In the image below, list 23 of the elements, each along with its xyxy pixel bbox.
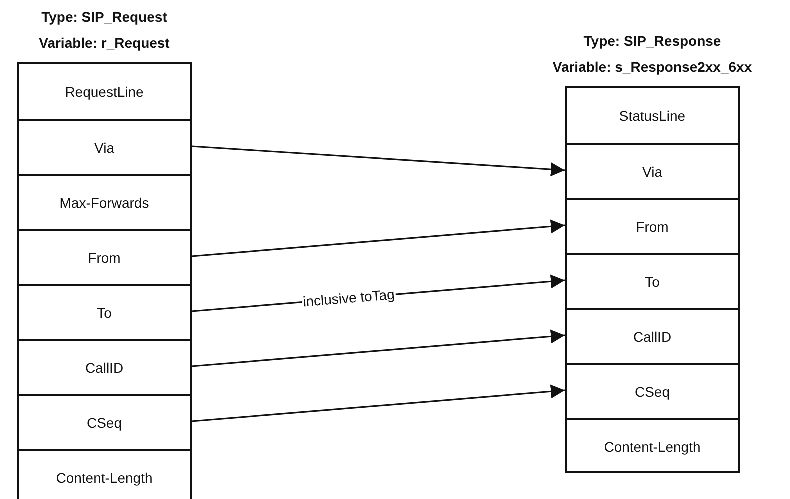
field-name: Content-Length [604, 438, 701, 454]
table-heading: Type: SIP_Request [42, 9, 168, 25]
table-heading: Variable: r_Request [39, 35, 170, 51]
field-name: From [636, 218, 669, 234]
field-name: To [645, 274, 660, 290]
field-name: Via [94, 140, 114, 156]
field-name: To [97, 304, 112, 320]
field-name: StatusLine [619, 108, 686, 124]
field-name: CallID [633, 328, 672, 344]
field-name: CSeq [634, 384, 670, 400]
field-name: Content-Length [56, 470, 153, 486]
arrow [192, 220, 566, 258]
field-name: CallID [85, 360, 124, 376]
field-name: From [88, 250, 121, 266]
field-name: RequestLine [65, 84, 144, 100]
field-name: Max-Forwards [60, 194, 150, 210]
field-name: Via [642, 164, 662, 180]
arrow [192, 384, 566, 422]
field-name: CSeq [86, 414, 122, 430]
arrow [192, 330, 566, 368]
arrow [192, 146, 566, 177]
table-heading: Type: SIP_Response [584, 33, 722, 49]
table-heading: Variable: s_Response2xx_6xx [552, 59, 752, 75]
